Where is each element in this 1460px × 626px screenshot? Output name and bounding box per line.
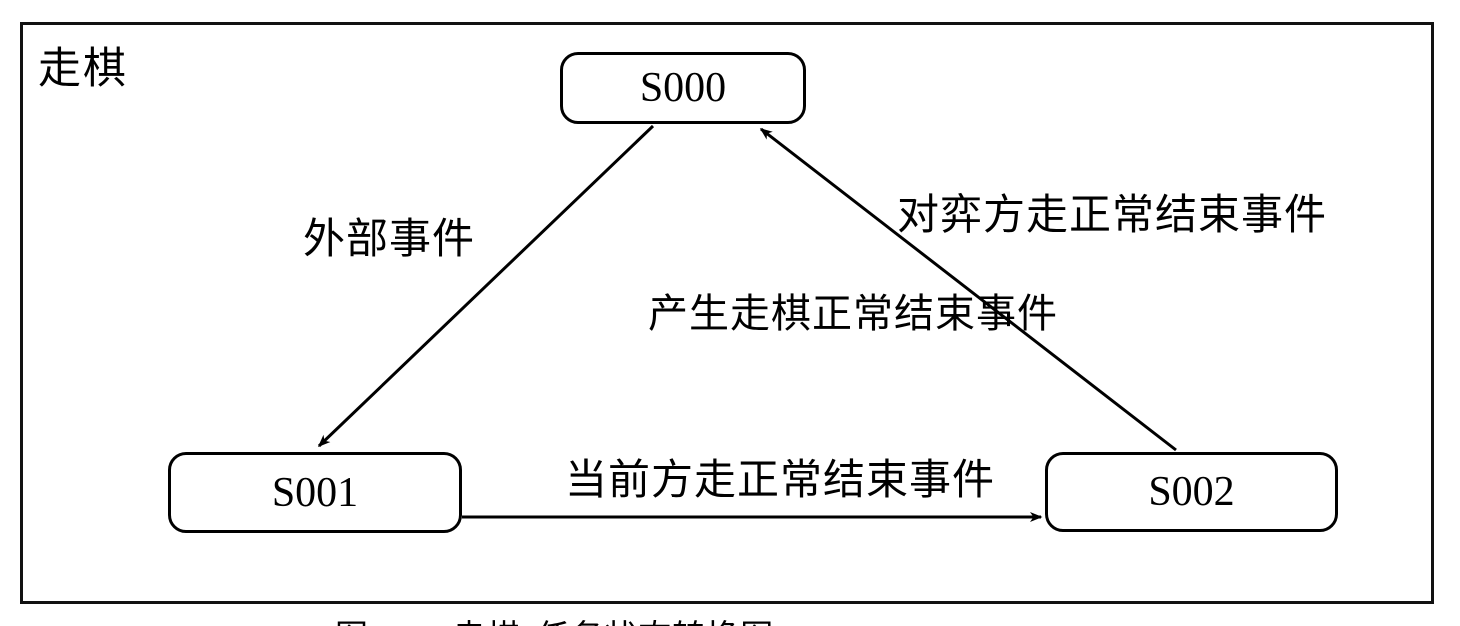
frame-title: 走棋 <box>38 46 128 93</box>
transition-label-generate-move-end-event: 产生走棋正常结束事件 <box>648 291 1058 336</box>
transition-label-opponent-move-end-event: 对弈方走正常结束事件 <box>897 193 1328 239</box>
transition-label-external-event: 外部事件 <box>303 217 476 263</box>
state-node-s001: S001 <box>168 452 462 533</box>
state-label-s001: S001 <box>271 469 359 516</box>
diagram-frame <box>20 22 1434 604</box>
state-label-s002: S002 <box>1148 469 1235 515</box>
state-label-s000: S000 <box>639 65 727 111</box>
state-node-s000: S000 <box>560 52 806 124</box>
state-node-s002: S002 <box>1045 452 1338 532</box>
figure-caption: 图 “走棋”任务状态转换图 <box>335 610 774 626</box>
transition-label-current-move-end-event: 当前方走正常结束事件 <box>565 458 996 504</box>
